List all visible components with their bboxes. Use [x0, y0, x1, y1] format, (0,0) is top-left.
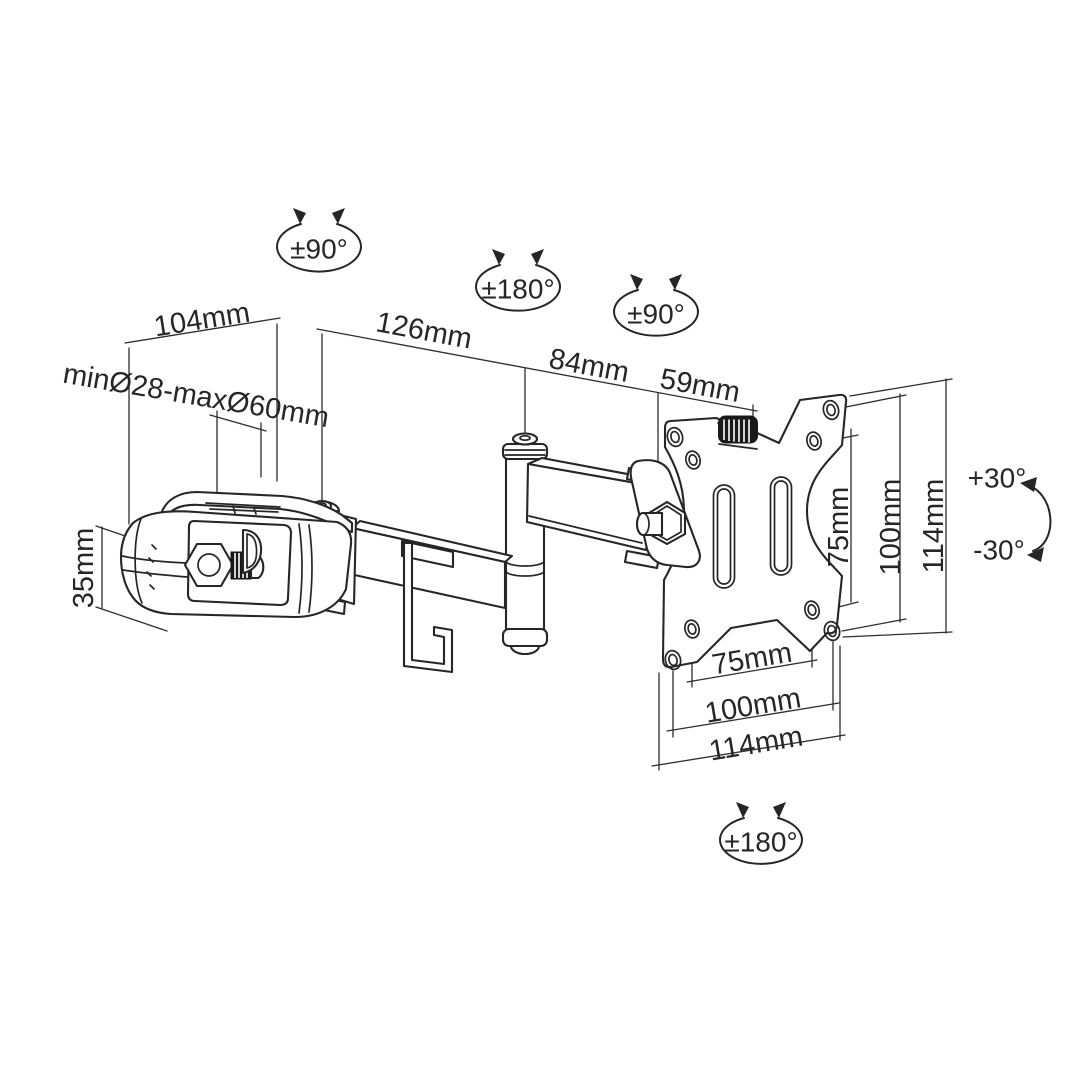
tilt-label-up: +30°	[968, 463, 1027, 494]
vesa-plate	[661, 393, 848, 671]
tilt-bolt-icon	[635, 500, 687, 546]
hinge-top-bolt-icon	[519, 434, 531, 442]
rotation-label-joint1: ±90°	[290, 234, 348, 265]
dim-label-clamp-width: 104mm	[152, 297, 253, 344]
dim-label-plate-offset: 59mm	[657, 363, 742, 409]
tilt-label-down: -30°	[973, 535, 1025, 566]
dim-label-vesa-v100: 100mm	[875, 479, 907, 576]
dim-label-vesa-v114: 114mm	[918, 479, 950, 574]
dim-label-pole-range: minØ28-maxØ60mm	[61, 358, 332, 434]
rotation-label-joint3: ±90°	[627, 299, 685, 330]
dim-label-vesa-h75: 75mm	[710, 637, 795, 682]
rotation-annotations	[276, 208, 1052, 865]
vesa-slots	[712, 476, 793, 589]
rotation-arrow-joint3	[613, 274, 699, 337]
rotation-arrow-plate	[719, 802, 803, 865]
vesa-mount-holes	[664, 399, 841, 671]
rotation-arrow-joint1	[276, 208, 362, 273]
rotation-label-joint2: ±180°	[481, 274, 554, 305]
dim-label-clamp-height: 35mm	[68, 528, 100, 609]
dimension-lines	[95, 317, 953, 771]
tension-knob-icon	[718, 415, 758, 450]
dim-label-arm2: 84mm	[546, 343, 631, 389]
pole-clamp	[119, 490, 354, 619]
cable-hook	[400, 539, 455, 674]
dim-label-vesa-v75: 75mm	[823, 487, 855, 568]
dim-label-arm1: 126mm	[374, 306, 475, 355]
tilt-arrow	[1020, 477, 1052, 562]
clamp-top-jaw	[159, 490, 354, 534]
tilt-bracket	[623, 459, 701, 570]
clamp-d-hole	[241, 528, 263, 575]
monitor-arm-hardware	[119, 393, 848, 674]
rotation-label-plate: ±180°	[724, 827, 797, 858]
rotation-arrow-joint2	[475, 249, 561, 312]
